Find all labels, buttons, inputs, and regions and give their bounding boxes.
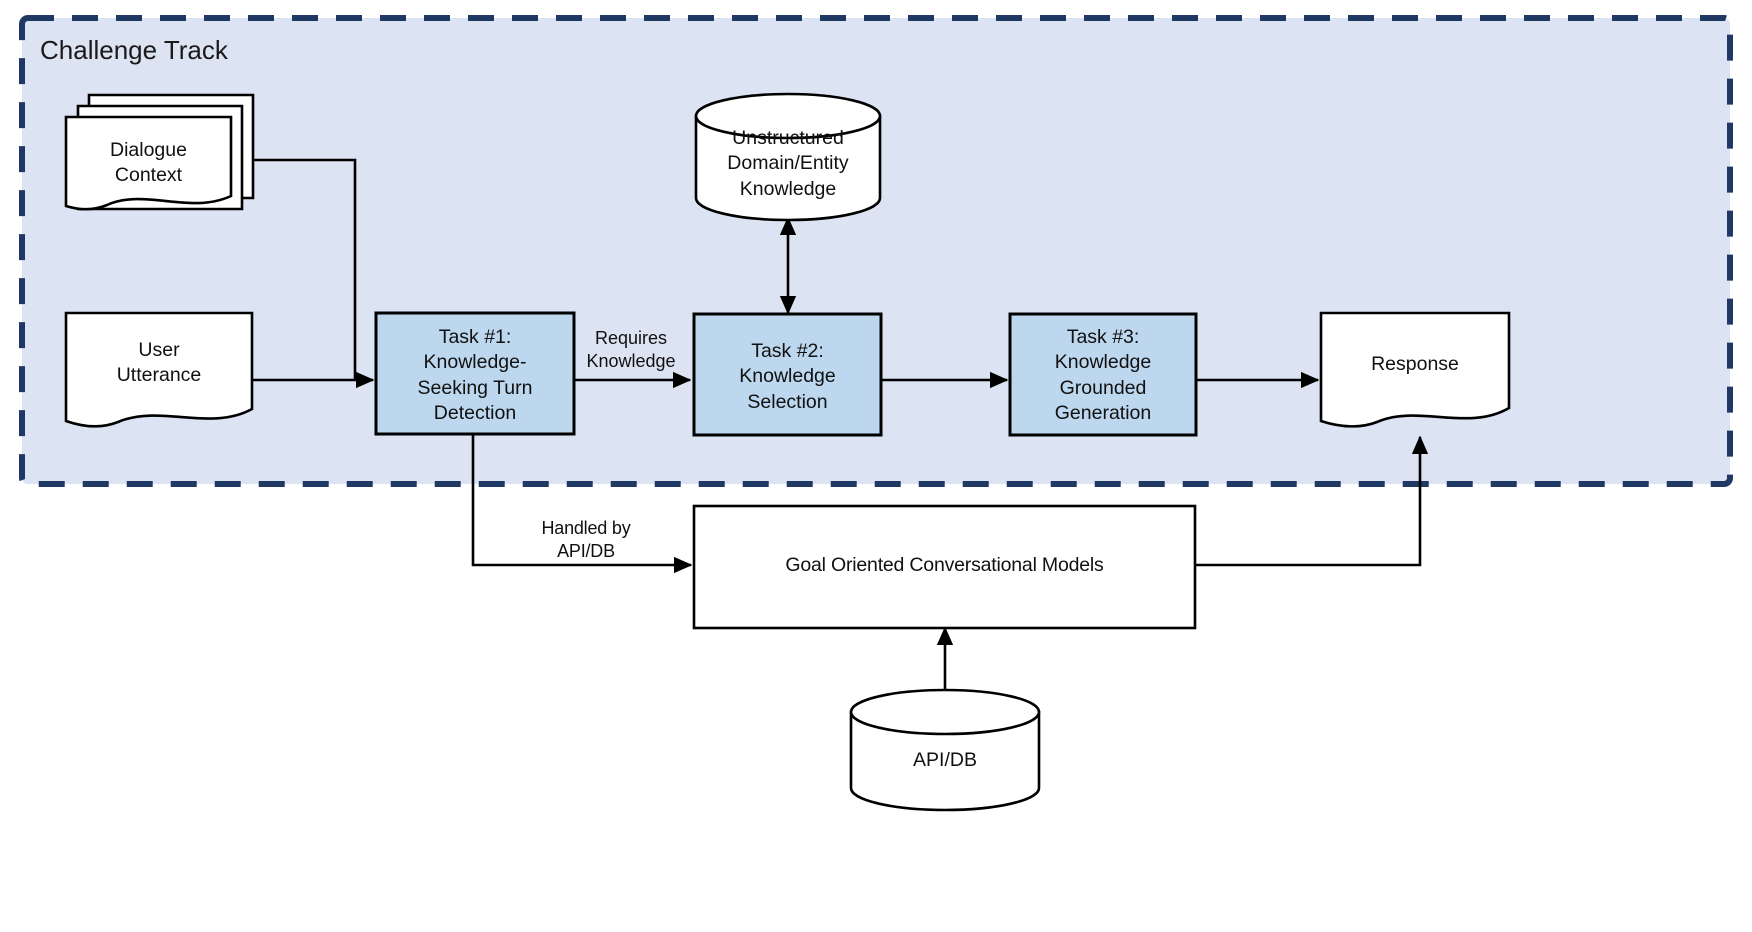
node-dialogue-context[interactable] xyxy=(64,93,255,211)
node-task1[interactable] xyxy=(374,311,576,436)
node-user-utterance[interactable] xyxy=(64,311,254,428)
edge-layer xyxy=(252,158,1429,711)
node-knowledge-store[interactable] xyxy=(694,92,882,222)
node-gocm[interactable] xyxy=(692,504,1197,630)
node-task3[interactable] xyxy=(1008,312,1198,437)
node-apidb[interactable] xyxy=(849,688,1041,812)
edge-gocm-to-response xyxy=(1195,435,1429,567)
node-task2[interactable] xyxy=(692,312,883,437)
node-response[interactable] xyxy=(1319,311,1511,428)
edge-dialogue-to-task1 xyxy=(253,158,357,380)
edge-task1-to-gocm xyxy=(471,434,693,574)
